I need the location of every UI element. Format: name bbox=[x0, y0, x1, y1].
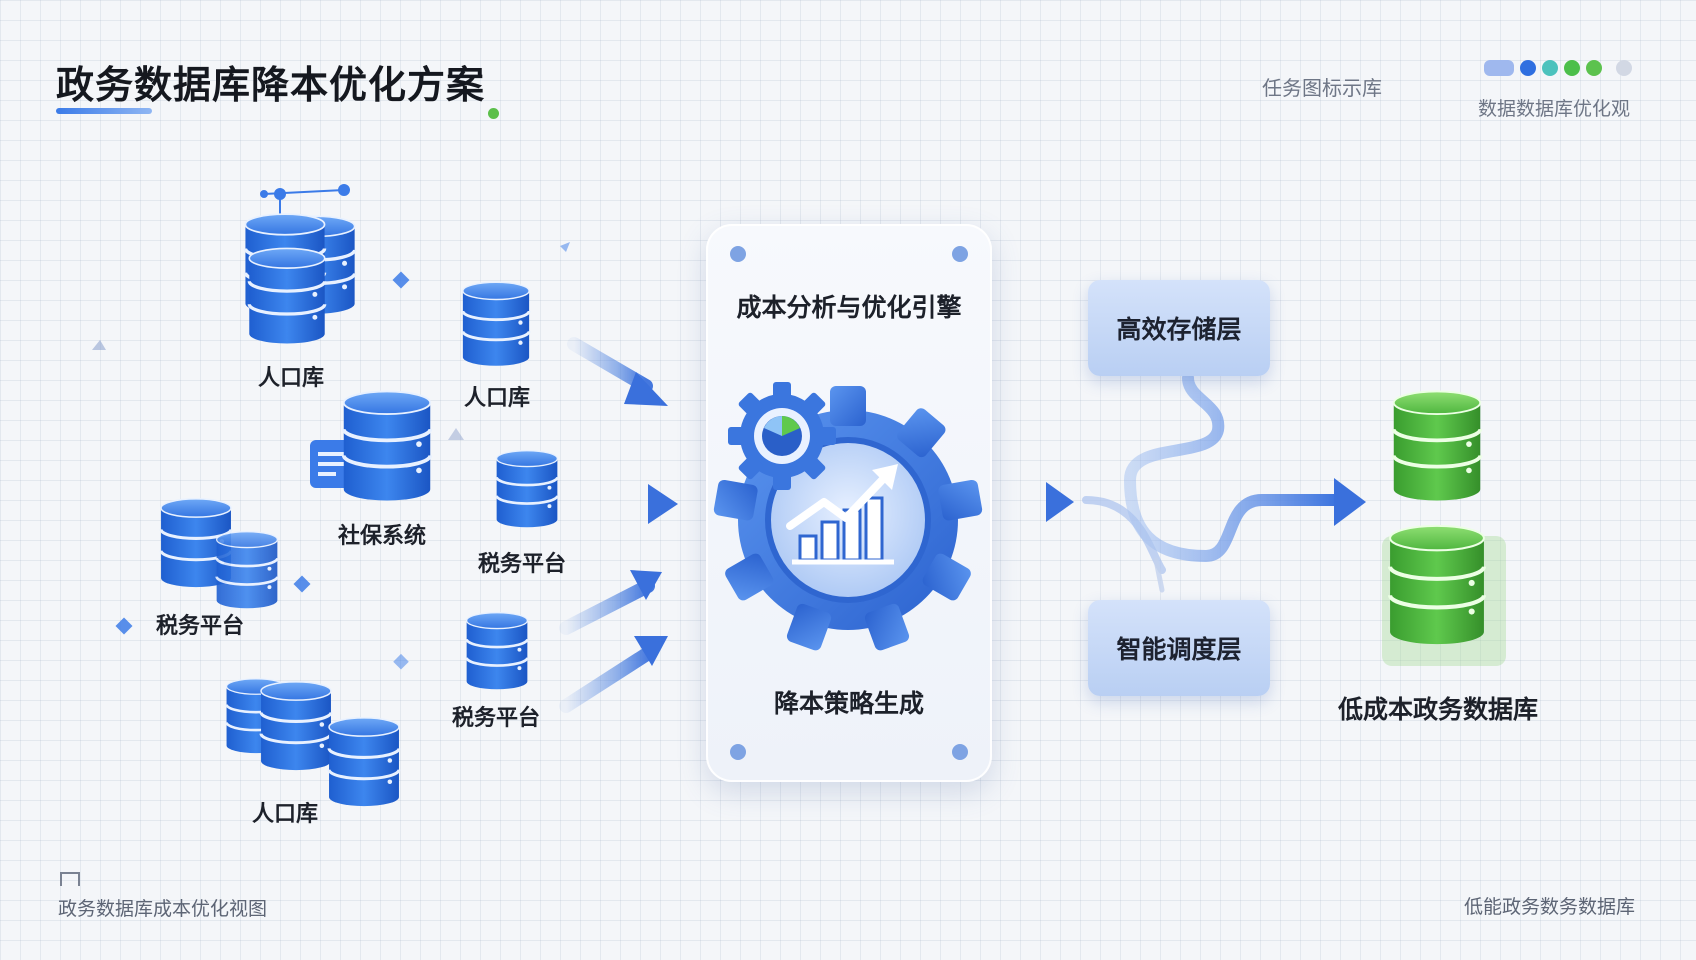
output-label: 低成本政务数据库 bbox=[1338, 696, 1539, 724]
legend-chip bbox=[1564, 60, 1580, 76]
flow-connectors bbox=[1082, 372, 1366, 593]
small-gear-icon bbox=[728, 382, 836, 490]
legend-chip bbox=[1616, 60, 1632, 76]
decor-diamonds bbox=[92, 242, 570, 670]
bolt-dot bbox=[952, 246, 968, 262]
trend-line bbox=[786, 472, 890, 530]
bolt-dot bbox=[730, 246, 746, 262]
engine-output-arrow bbox=[986, 482, 1074, 522]
engine-title: 成本分析与优化引擎 bbox=[736, 294, 962, 322]
page-title: 政务数据库降本优化方案 bbox=[56, 65, 486, 107]
legend-chips bbox=[1484, 60, 1632, 76]
bolt-dot bbox=[952, 744, 968, 760]
source-label-a: 人口库 bbox=[258, 365, 325, 390]
legend-chip bbox=[1586, 60, 1602, 76]
input-arrows bbox=[559, 337, 678, 713]
growth-chart-icon bbox=[792, 496, 894, 565]
trend-arrowhead bbox=[872, 464, 898, 490]
title-accent-dot bbox=[488, 108, 499, 119]
stream-label-2: 税务平台 bbox=[478, 551, 567, 576]
legend-chip bbox=[1484, 60, 1514, 76]
footer-caption-left: 政务数据库成本优化视图 bbox=[58, 899, 268, 920]
stream-label-1: 人口库 bbox=[464, 385, 531, 410]
legend-chip bbox=[1542, 60, 1558, 76]
source-label-d: 人口库 bbox=[252, 801, 319, 826]
database-cluster-b bbox=[310, 389, 433, 503]
legend-caption: 任务图标示库 bbox=[1262, 78, 1382, 100]
legend-chip bbox=[1520, 60, 1536, 76]
scheduling-layer-box: 智能调度层 bbox=[1088, 600, 1270, 696]
source-label-b: 社保系统 bbox=[338, 523, 427, 548]
output-database-stack bbox=[1382, 391, 1506, 666]
footer-bracket-icon bbox=[60, 872, 80, 886]
title-underline bbox=[56, 108, 152, 114]
footer-caption-right: 低能政务数务数据库 bbox=[1464, 897, 1636, 918]
source-label-c: 税务平台 bbox=[156, 613, 245, 638]
network-node-icon bbox=[260, 184, 350, 226]
legend-subcaption: 数据数据库优化观 bbox=[1478, 99, 1631, 120]
bolt-dot bbox=[730, 744, 746, 760]
storage-layer-box: 高效存储层 bbox=[1088, 280, 1270, 376]
stream-label-3: 税务平台 bbox=[452, 705, 541, 730]
engine-subtitle: 降本策略生成 bbox=[773, 690, 924, 718]
